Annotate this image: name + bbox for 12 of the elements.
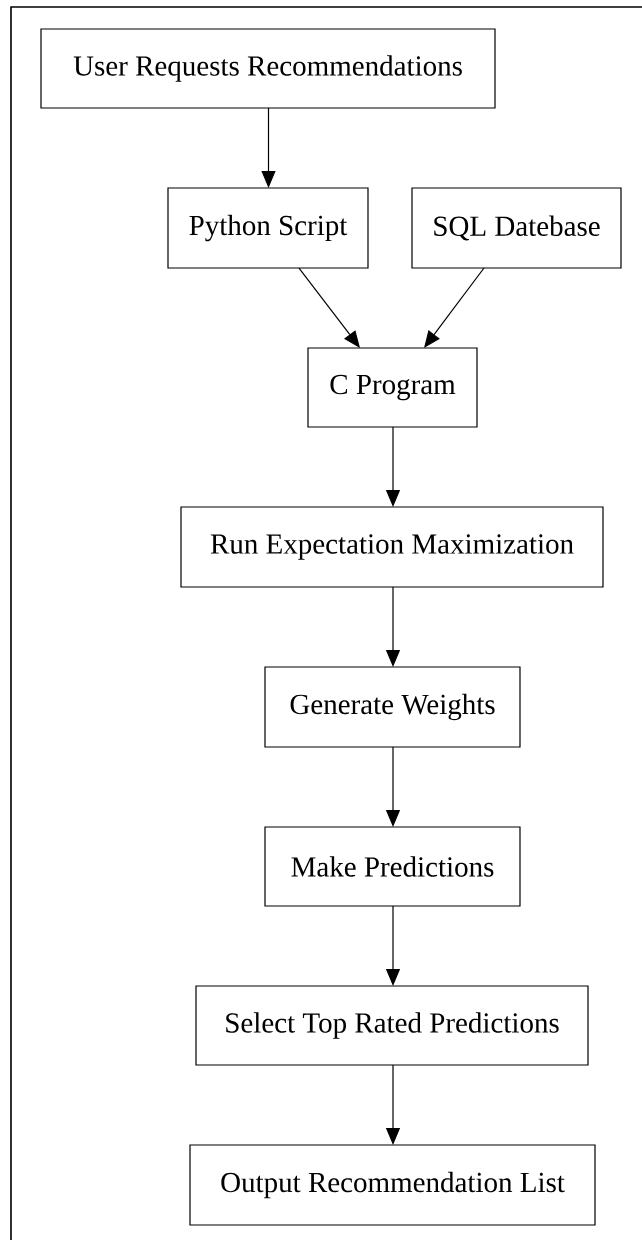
process-box: Make Predictions [264, 826, 521, 907]
arrow [261, 107, 276, 188]
process-box: Select Top Rated Predictions [195, 985, 589, 1066]
process-box: User Requests Recommendations [40, 28, 496, 109]
process-box: Run Expectation Maximization [180, 506, 604, 588]
process-box: C Program [307, 347, 478, 428]
process-box: Python Script [167, 187, 369, 269]
process-box: Output Recommendation List [189, 1144, 596, 1226]
process-box: SQL Datebase [411, 187, 622, 269]
process-box: Generate Weights [264, 666, 521, 748]
arrow [424, 267, 485, 348]
arrow [298, 267, 360, 348]
